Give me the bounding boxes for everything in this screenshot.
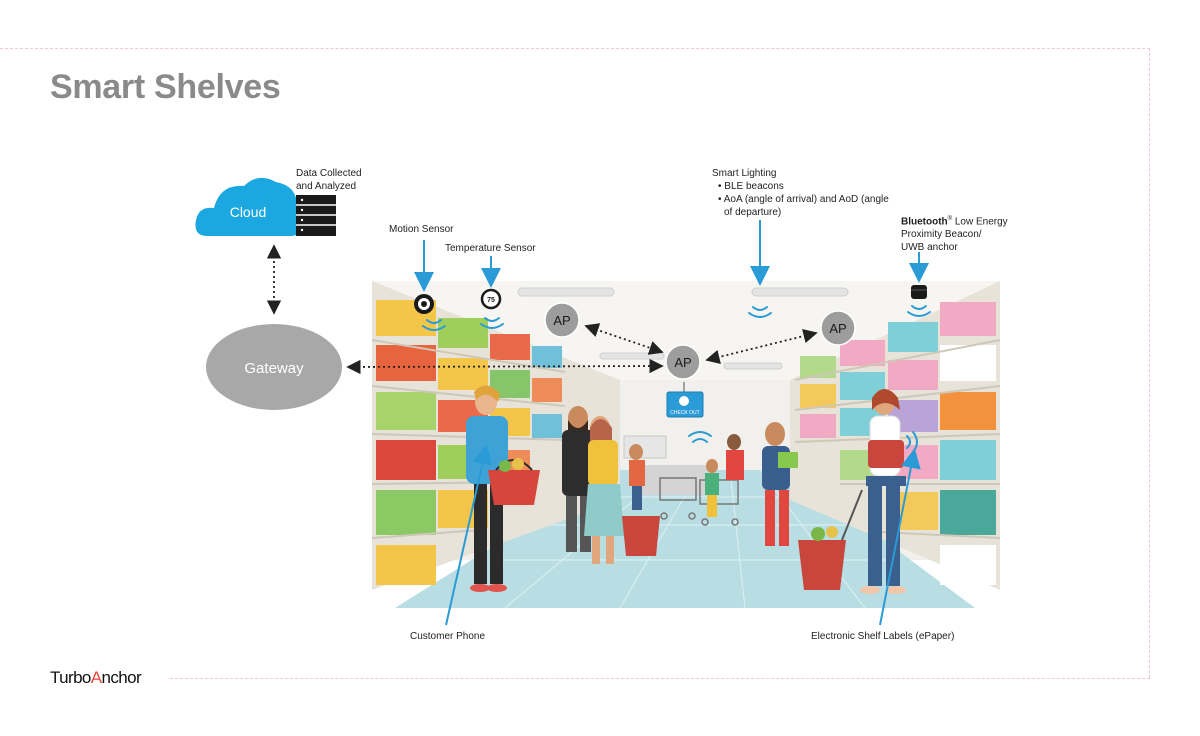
bluetooth-beacon-label: Bluetooth® Low Energy Proximity Beacon/ … xyxy=(901,213,1008,254)
logo-prefix: Turbo xyxy=(50,668,91,687)
ap-node-center xyxy=(665,344,701,380)
frame-bottom-border xyxy=(170,678,1150,679)
data-collected-line-2: and Analyzed xyxy=(296,181,357,192)
bluetooth-line-3: UWB anchor xyxy=(901,242,958,254)
logo-suffix: nchor xyxy=(101,668,142,687)
data-collected-line-1: Data Collected xyxy=(296,168,362,179)
checkout-sign xyxy=(666,382,704,418)
checkout-label: CHECK OUT xyxy=(670,410,699,416)
ap-label-center: AP xyxy=(674,355,691,370)
motion-sensor-icon xyxy=(414,294,434,314)
frame-right-border xyxy=(1149,48,1150,678)
bluetooth-reg-mark: ® xyxy=(947,216,953,222)
frame-top-border xyxy=(0,48,1150,49)
bluetooth-line-1: Bluetooth® Low Energy xyxy=(901,213,1008,228)
shoppers xyxy=(466,385,906,594)
cloud-label: Cloud xyxy=(230,204,267,220)
turboanchor-logo: TurboAnchor xyxy=(50,668,142,688)
smart-lighting-bullet-2: • AoA (angle of arrival) and AoD (angle xyxy=(718,194,889,205)
page-title: Smart Shelves xyxy=(50,68,281,106)
smart-lighting-bullet-3: of departure) xyxy=(724,207,782,218)
electronic-shelf-labels-label: Electronic Shelf Labels (ePaper) xyxy=(811,631,955,642)
ap-node-right xyxy=(820,310,856,346)
temperature-sensor-label: Temperature Sensor xyxy=(445,243,536,254)
bluetooth-rest: Low Energy xyxy=(952,216,1008,228)
ap-label-right: AP xyxy=(829,321,846,336)
smart-lighting-bullet-1: • BLE beacons xyxy=(718,181,784,192)
smart-lighting-label: Smart Lighting • BLE beacons • AoA (angl… xyxy=(712,167,889,219)
customer-phone-label: Customer Phone xyxy=(410,631,486,642)
cloud-icon xyxy=(195,177,305,236)
ap-label-left: AP xyxy=(553,313,570,328)
smart-lighting-heading: Smart Lighting xyxy=(712,168,777,179)
bluetooth-brand: Bluetooth xyxy=(901,216,948,228)
temperature-value: 75 xyxy=(487,297,495,304)
connection-arrows xyxy=(266,244,818,375)
server-rack-icon xyxy=(296,195,336,236)
pointer-arrows xyxy=(414,220,929,626)
temperature-sensor-icon xyxy=(480,288,502,310)
ble-beacon-icon xyxy=(911,285,927,299)
bluetooth-line-2: Proximity Beacon/ xyxy=(901,229,982,241)
gateway-node xyxy=(206,324,342,410)
logo-accent: A xyxy=(90,668,102,687)
signal-waves xyxy=(422,305,931,453)
ap-node-left xyxy=(544,302,580,338)
gateway-label: Gateway xyxy=(244,360,304,377)
motion-sensor-label: Motion Sensor xyxy=(389,224,454,235)
data-collected-label: Data Collected and Analyzed xyxy=(296,167,362,193)
